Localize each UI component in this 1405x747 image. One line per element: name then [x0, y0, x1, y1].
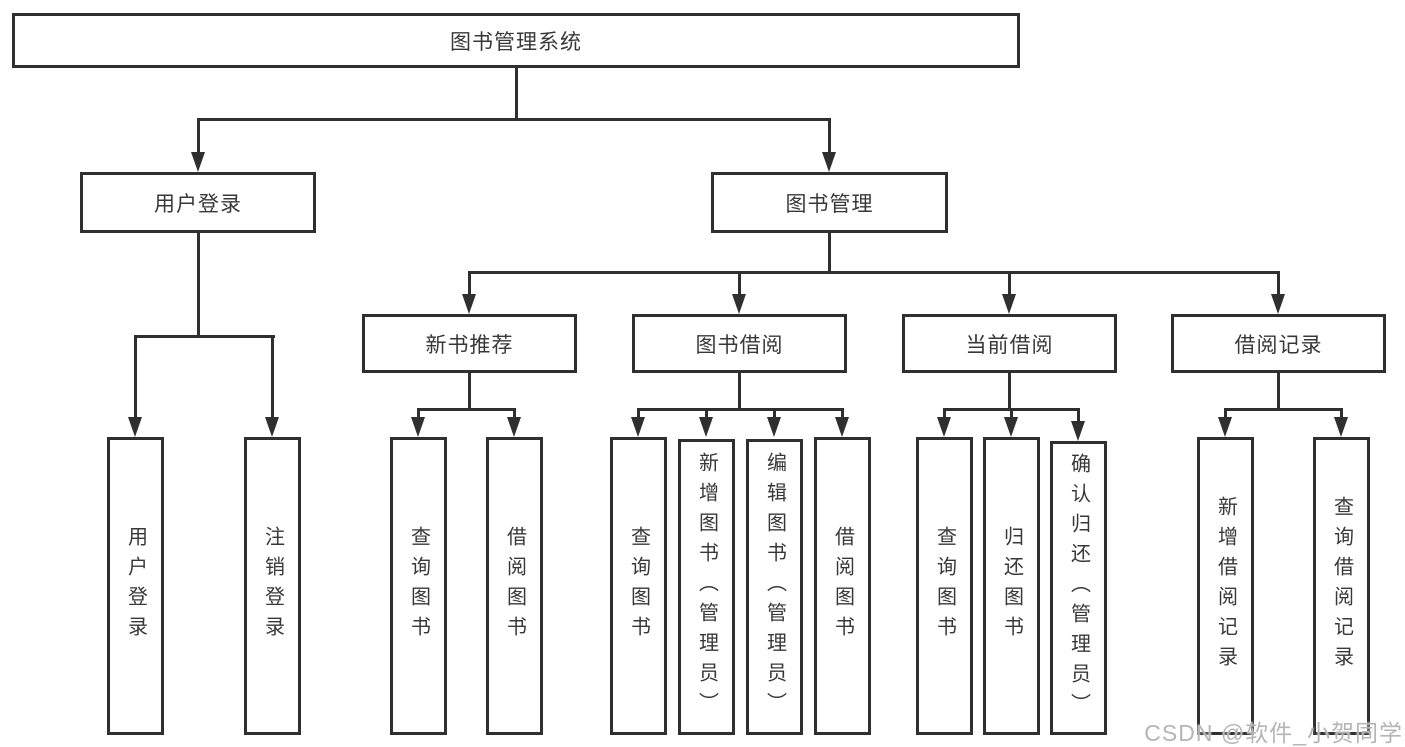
connector-line — [468, 373, 471, 411]
arrowhead-down-icon — [822, 152, 836, 172]
leaf-query-books-1: 查询图书 — [390, 437, 447, 735]
arrowhead-down-icon — [732, 294, 746, 314]
arrowhead-down-icon — [191, 152, 205, 172]
leaf-query-borrow-record: 查询借阅记录 — [1313, 437, 1370, 735]
arrowhead-down-icon — [1271, 294, 1285, 314]
connector-line — [738, 373, 741, 411]
leaf-logout: 注销登录 — [244, 437, 301, 735]
arrowhead-down-icon — [128, 417, 142, 437]
arrowhead-down-icon — [265, 417, 279, 437]
leaf-query-books-2: 查询图书 — [610, 437, 667, 735]
connector-line — [1224, 408, 1227, 420]
connector-line — [417, 408, 516, 411]
leaf-edit-books-admin: 编辑图书（管理员） — [746, 439, 803, 735]
node-new-book-recommendation: 新书推荐 — [362, 314, 577, 373]
connector-line — [705, 408, 708, 420]
arrowhead-down-icon — [699, 417, 713, 437]
connector-line — [1010, 408, 1013, 420]
node-book-borrowing: 图书借阅 — [632, 314, 847, 373]
connector-line — [134, 335, 275, 338]
arrowhead-down-icon — [1071, 421, 1085, 441]
connector-line — [637, 408, 640, 420]
connector-line — [1008, 271, 1011, 296]
connector-line — [197, 118, 831, 121]
node-current-borrowing: 当前借阅 — [902, 314, 1117, 373]
connector-line — [1340, 408, 1343, 420]
leaf-query-books-3: 查询图书 — [916, 437, 973, 735]
connector-line — [197, 118, 200, 154]
connector-line — [943, 408, 946, 420]
connector-line — [134, 335, 137, 419]
connector-line — [773, 408, 776, 420]
arrowhead-down-icon — [1004, 417, 1018, 437]
connector-line — [197, 233, 200, 338]
connector-line — [515, 68, 518, 121]
arrowhead-down-icon — [462, 294, 476, 314]
arrowhead-down-icon — [767, 417, 781, 437]
leaf-return-books: 归还图书 — [983, 437, 1040, 735]
leaf-user-login: 用户登录 — [107, 437, 164, 735]
arrowhead-down-icon — [411, 417, 425, 437]
connector-line — [828, 233, 831, 274]
leaf-borrow-books-1: 借阅图书 — [486, 437, 543, 735]
node-root: 图书管理系统 — [12, 13, 1020, 68]
arrowhead-down-icon — [1002, 294, 1016, 314]
connector-line — [1277, 373, 1280, 411]
connector-line — [637, 408, 843, 411]
connector-line — [468, 271, 471, 296]
arrowhead-down-icon — [1334, 417, 1348, 437]
connector-line — [271, 335, 274, 419]
arrowhead-down-icon — [507, 417, 521, 437]
csdn-watermark: CSDN @软件_小贺同学 — [1144, 720, 1403, 746]
node-user-login: 用户登录 — [80, 172, 316, 233]
connector-line — [1224, 408, 1343, 411]
arrowhead-down-icon — [937, 417, 951, 437]
node-borrowing-records: 借阅记录 — [1171, 314, 1386, 373]
leaf-borrow-books-2: 借阅图书 — [814, 437, 871, 735]
leaf-add-books-admin: 新增图书（管理员） — [678, 439, 735, 735]
connector-line — [468, 271, 1280, 274]
arrowhead-down-icon — [835, 417, 849, 437]
connector-line — [1008, 373, 1011, 411]
leaf-add-borrow-record: 新增借阅记录 — [1197, 437, 1254, 735]
connector-line — [1277, 271, 1280, 296]
connector-line — [417, 408, 420, 420]
connector-line — [828, 118, 831, 154]
connector-line — [841, 408, 844, 420]
connector-line — [738, 271, 741, 296]
node-book-management: 图书管理 — [711, 172, 948, 233]
connector-line — [1077, 408, 1080, 424]
arrowhead-down-icon — [1218, 417, 1232, 437]
leaf-confirm-return-admin: 确认归还（管理员） — [1050, 441, 1107, 735]
connector-line — [513, 408, 516, 420]
arrowhead-down-icon — [631, 417, 645, 437]
